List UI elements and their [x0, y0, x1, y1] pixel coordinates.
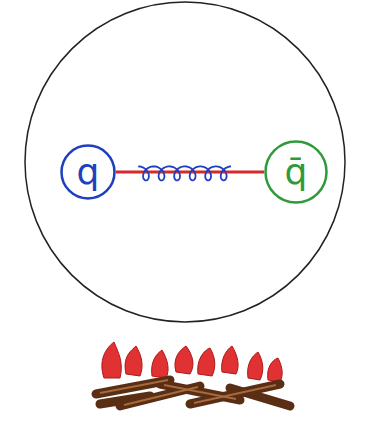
quark-circle: q [60, 144, 116, 200]
gluon-spring [116, 166, 264, 180]
particle-label: q̄ [285, 154, 308, 190]
campfire [96, 342, 290, 406]
bag-circle [25, 2, 345, 322]
antiquark-circle: q̄ [264, 140, 328, 204]
particle-label: q [77, 154, 100, 190]
